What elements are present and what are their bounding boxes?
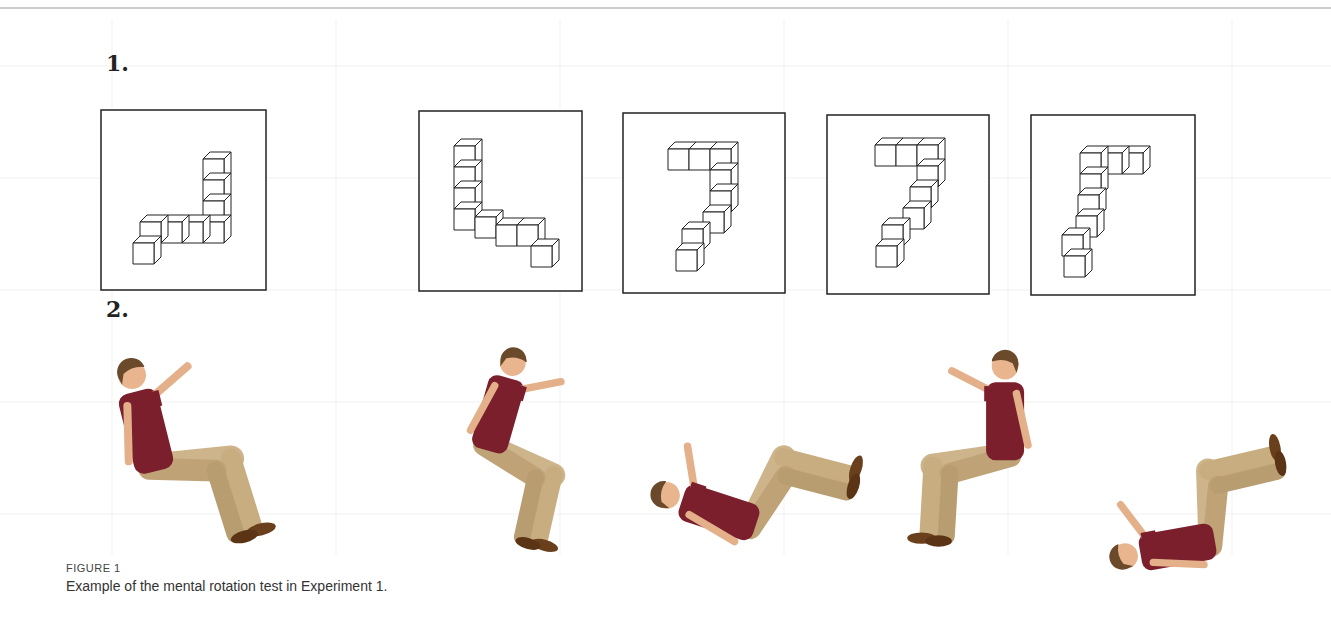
panel-number: 2. <box>106 296 129 322</box>
human-figure <box>644 397 868 573</box>
human-figure <box>907 350 1028 547</box>
cube-figure <box>1062 146 1150 277</box>
caption: Example of the mental rotation test in E… <box>66 578 387 594</box>
cube-figure <box>668 142 738 271</box>
cube-figure <box>875 138 945 267</box>
figure-label: FIGURE 1 <box>66 562 121 574</box>
panel-number: 1. <box>106 50 129 76</box>
human-figure <box>105 333 278 565</box>
stimulus-frame <box>101 110 1195 295</box>
human-figure <box>1093 432 1301 580</box>
human-figure <box>443 342 608 557</box>
cube-figure <box>454 139 559 267</box>
top-rule <box>0 8 1331 9</box>
cube-figure <box>133 152 231 264</box>
